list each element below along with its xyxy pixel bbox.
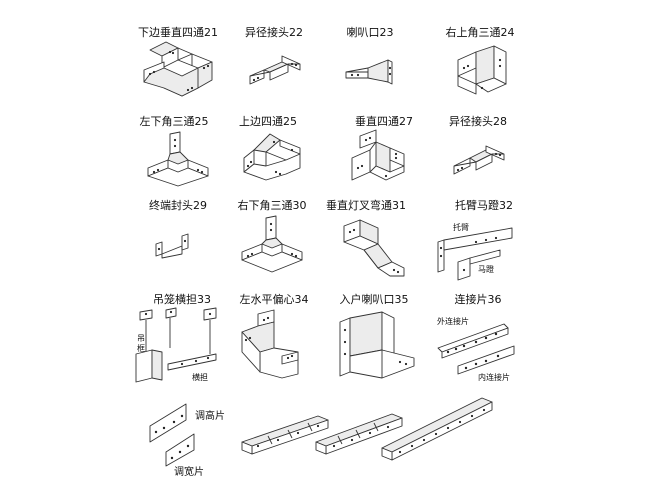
label-item-30: 右下角三通30 — [237, 199, 307, 212]
sublabel-tiaokuan: 调宽片 — [174, 467, 204, 478]
drawing-adjust-plates — [149, 403, 195, 467]
drawing-tray-3 — [381, 397, 493, 461]
sublabel-madeng: 马蹬 — [478, 265, 494, 274]
drawing-item-27 — [351, 129, 405, 181]
label-item-23: 喇叭口23 — [346, 26, 394, 39]
drawing-item-33 — [135, 307, 217, 383]
label-item-25a: 左下角三通25 — [139, 115, 209, 128]
drawing-item-29 — [155, 233, 189, 259]
drawing-item-36 — [437, 323, 515, 375]
sublabel-diaokuang: 吊框 — [137, 334, 145, 353]
label-item-31: 垂直灯叉弯通31 — [326, 199, 406, 212]
label-item-24: 右上角三通24 — [445, 26, 515, 39]
drawing-item-34 — [241, 309, 299, 379]
drawing-item-32 — [437, 227, 513, 281]
sublabel-wai-lianjie: 外连接片 — [437, 317, 469, 326]
drawing-item-23 — [345, 59, 393, 85]
label-item-28: 异径接头28 — [449, 115, 507, 128]
drawing-item-22 — [249, 55, 301, 85]
label-item-33: 吊笼横担33 — [153, 293, 211, 306]
label-item-34: 左水平偏心34 — [239, 293, 309, 306]
label-item-21: 下边垂直四通21 — [138, 26, 218, 39]
drawing-item-25b — [243, 133, 301, 181]
label-item-22: 异径接头22 — [245, 26, 303, 39]
label-item-35: 入户喇叭口35 — [339, 293, 409, 306]
drawing-item-21 — [143, 41, 213, 97]
drawing-item-28 — [453, 145, 505, 175]
label-item-36: 连接片36 — [454, 293, 502, 306]
drawing-item-31 — [343, 219, 405, 277]
drawing-tray-1 — [241, 415, 329, 455]
label-item-27: 垂直四通27 — [355, 115, 413, 128]
sublabel-nei-lianjie: 内连接片 — [478, 373, 510, 382]
label-item-32: 托臂马蹬32 — [455, 199, 513, 212]
drawing-item-35 — [339, 311, 415, 379]
label-item-25b: 上边四通25 — [239, 115, 297, 128]
label-item-29: 终端封头29 — [149, 199, 207, 212]
sublabel-tuobi: 托臂 — [453, 223, 469, 232]
drawing-item-24 — [457, 45, 507, 95]
drawing-item-25a — [147, 131, 209, 187]
drawing-tray-2 — [315, 413, 403, 455]
drawing-item-30 — [241, 215, 303, 273]
sublabel-hengdan: 横担 — [192, 373, 208, 382]
sublabel-tiaogao: 调高片 — [195, 411, 225, 422]
